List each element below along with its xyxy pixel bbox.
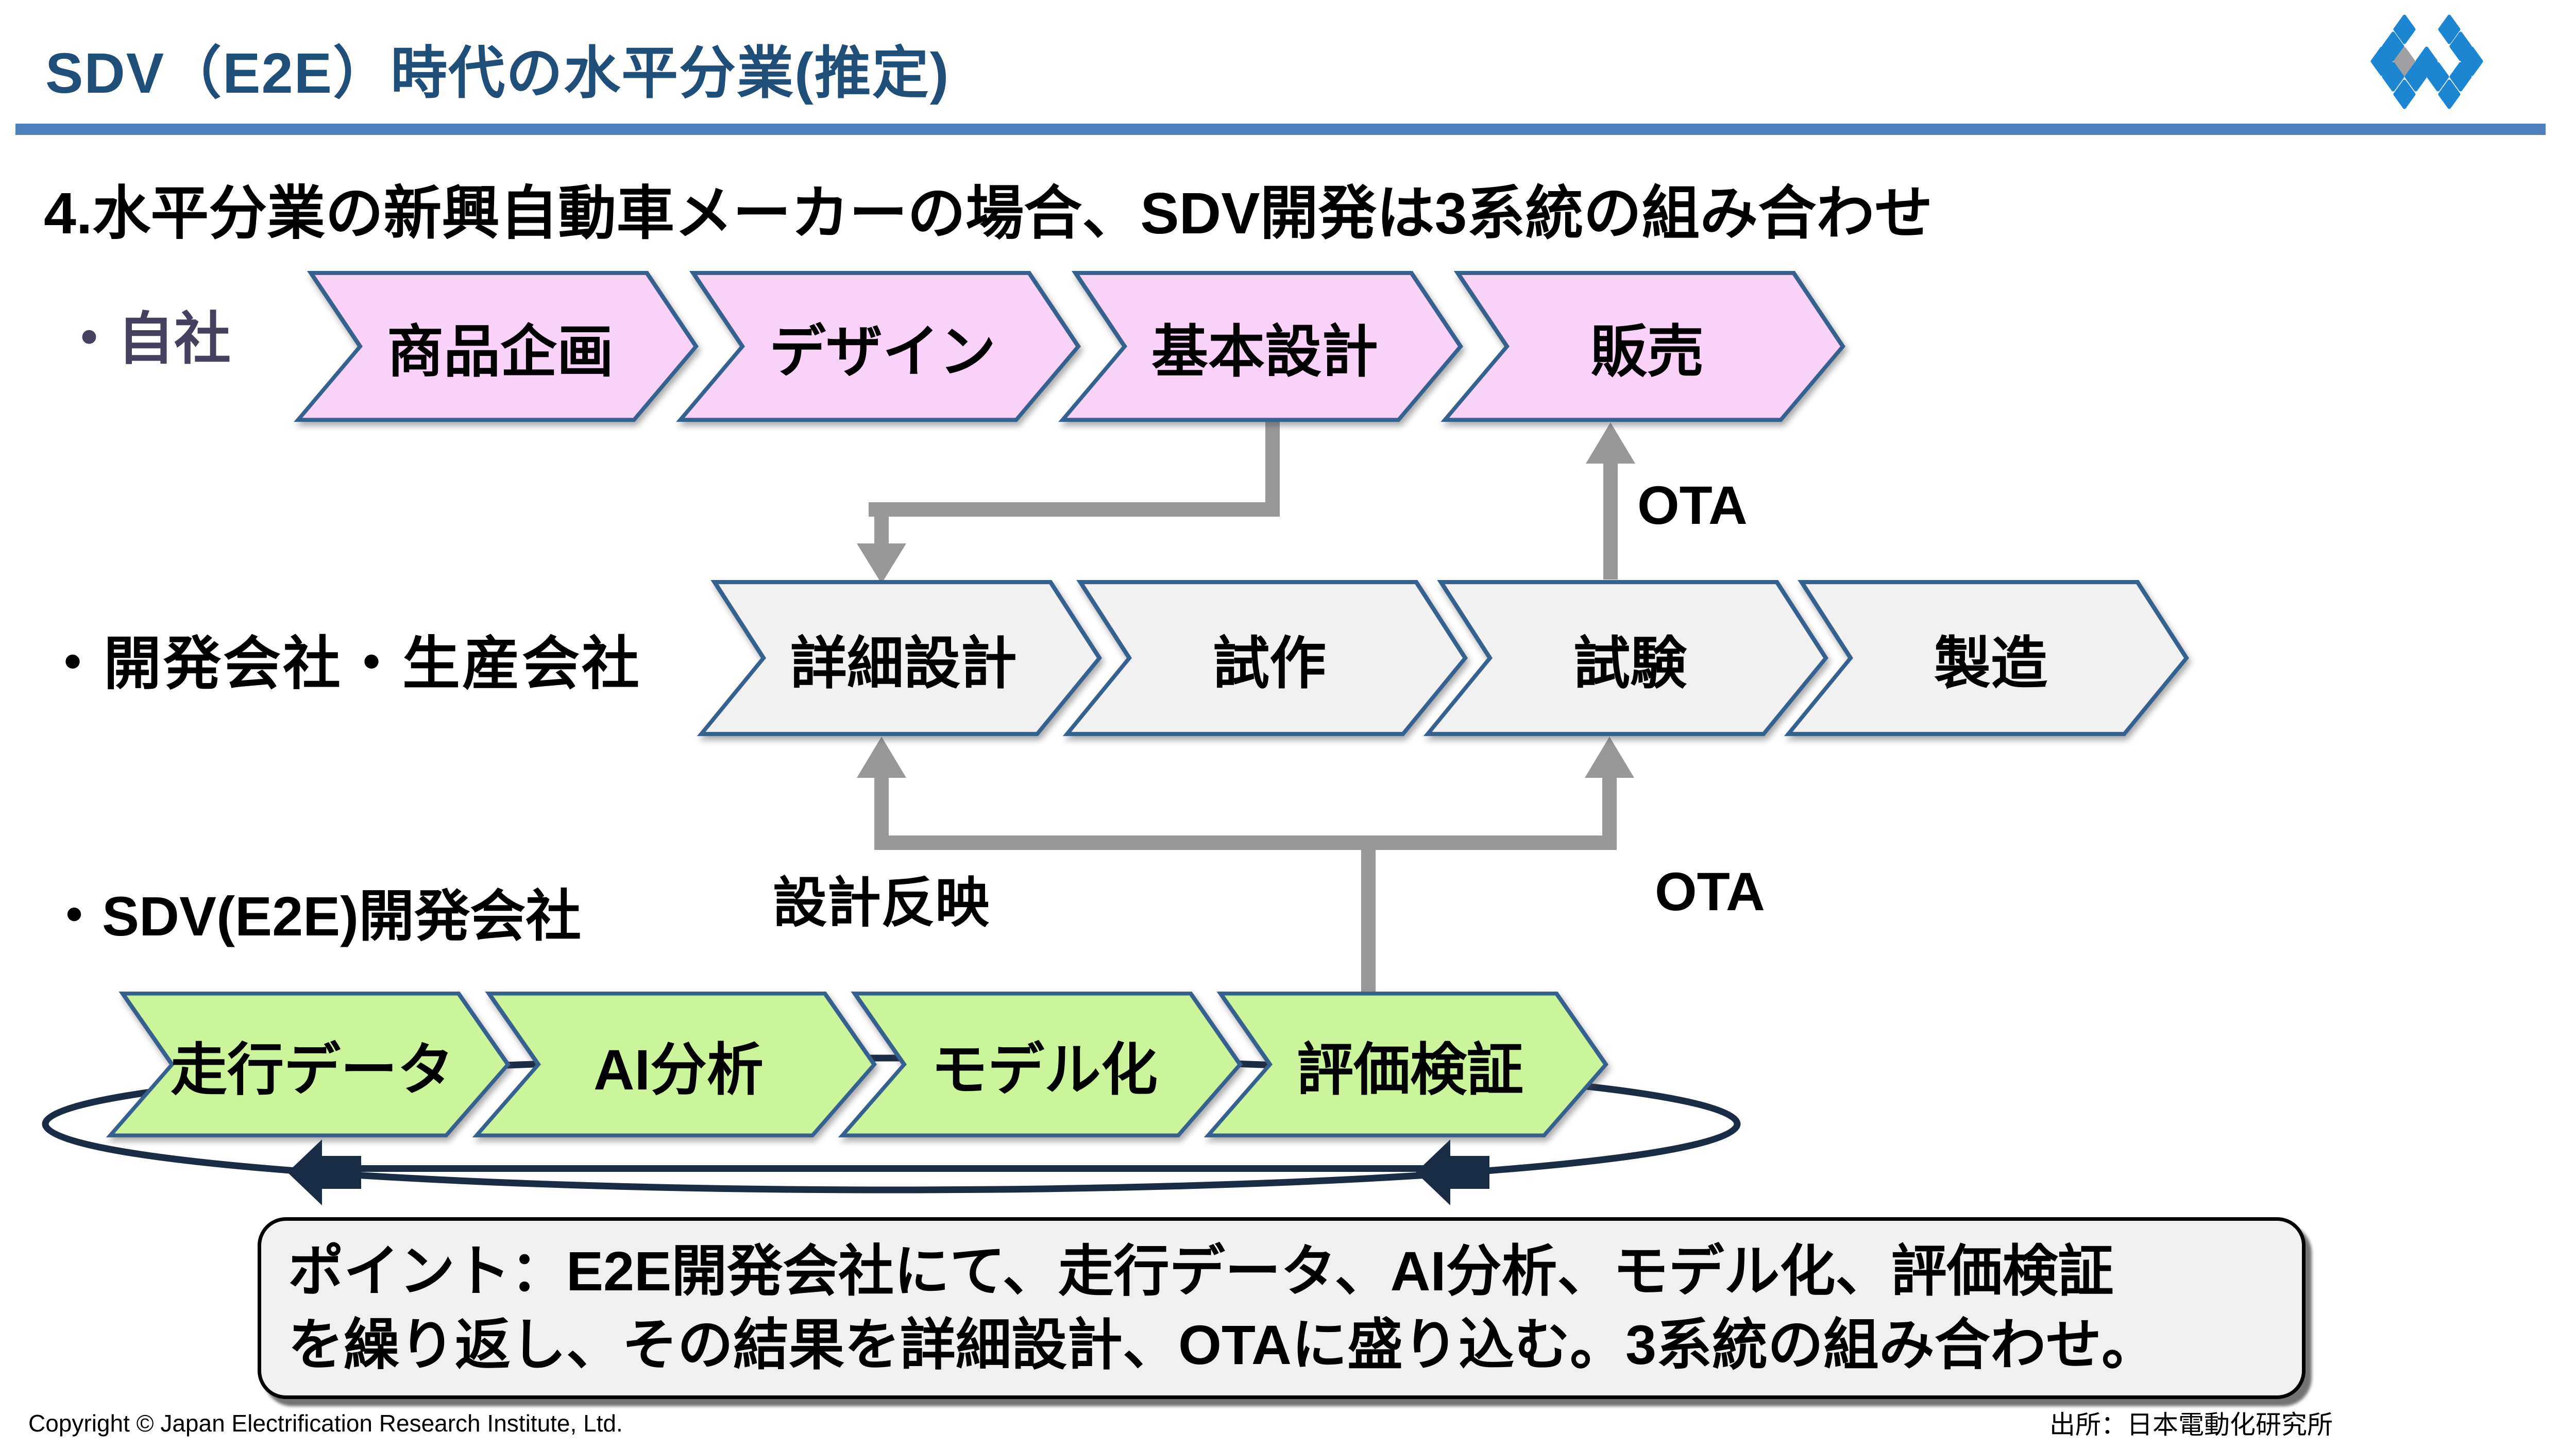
- point-box: ポイント：E2E開発会社にて、走行データ、AI分析、モデル化、評価検証 を繰り返…: [258, 1217, 2306, 1399]
- chevron-label: 販売: [1590, 320, 1704, 384]
- chevron-shape: [676, 270, 1081, 422]
- chevron-label: 試験: [1573, 632, 1687, 695]
- arrowhead-up-into-sales-icon: [1586, 422, 1635, 464]
- design-reflect-label: 設計反映: [773, 873, 990, 933]
- connector-test-to-sales: [1603, 462, 1618, 579]
- connector-eval-bar: [874, 836, 1617, 850]
- connector-basic-to-detail-h: [869, 502, 1280, 517]
- chevron-step: 製造: [1784, 579, 2189, 737]
- chevron-label: 試作: [1213, 632, 1326, 695]
- ota-upper-label: OTA: [1637, 475, 1748, 536]
- chevron-shape: [1204, 991, 1608, 1138]
- row-label-dev: ・開発会社・生産会社: [44, 632, 641, 696]
- company-logo-icon: [2370, 14, 2483, 109]
- chevron-label: 詳細設計: [790, 632, 1017, 695]
- arrowhead-down-into-detail-icon: [857, 543, 906, 584]
- point-box-line2: を繰り返し、その結果を詳細設計、OTAに盛り込む。3系統の組み合わせ。: [288, 1313, 2158, 1376]
- title-rule: [15, 124, 2546, 135]
- chevron-step: 基本設計: [1058, 270, 1463, 422]
- loop-arrow-left-icon: [287, 1139, 361, 1205]
- chevron-shape: [1784, 580, 2189, 736]
- chevron-step: 商品企画: [294, 270, 699, 422]
- point-box-line1: ポイント：E2E開発会社にて、走行データ、AI分析、モデル化、評価検証: [288, 1239, 2114, 1302]
- chevron-shape: [838, 991, 1243, 1138]
- connector-eval-to-detail: [874, 776, 889, 838]
- ota-lower-label: OTA: [1655, 862, 1765, 922]
- loop-arrow-right-icon: [1416, 1139, 1489, 1205]
- chevron-shape: [106, 991, 511, 1138]
- connector-basic-to-detail-v1: [1265, 420, 1280, 517]
- chevron-shape: [1440, 270, 1845, 422]
- chevron-label: 評価検証: [1297, 1038, 1523, 1102]
- chevron-shape: [472, 991, 877, 1138]
- footer-source: 出所：日本電動化研究所: [2049, 1410, 2333, 1439]
- chevron-label: 製造: [1934, 632, 2047, 695]
- chevron-step: モデル化: [838, 991, 1243, 1138]
- chevron-shape: [697, 580, 1102, 736]
- connector-eval-feed: [1361, 849, 1376, 993]
- chevron-label: AI分析: [594, 1038, 764, 1102]
- chevron-step: 詳細設計: [697, 579, 1102, 737]
- chevron-label: 基本設計: [1151, 320, 1378, 384]
- page-title: SDV（E2E）時代の水平分業(推定): [45, 42, 950, 105]
- loop-return-line: [330, 1165, 1453, 1172]
- chevron-shape: [1062, 580, 1468, 736]
- chevron-step: AI分析: [472, 991, 877, 1138]
- arrowhead-up-into-detail-icon: [857, 737, 906, 778]
- chevron-step: 試作: [1062, 579, 1468, 737]
- chevron-step: 試験: [1423, 579, 1828, 737]
- footer-copyright: Copyright © Japan Electrification Resear…: [28, 1410, 623, 1437]
- chevron-shape: [1058, 270, 1463, 422]
- chevron-label: 商品企画: [387, 320, 614, 384]
- connector-eval-to-test: [1602, 776, 1617, 838]
- loop-ellipse: [42, 1054, 1741, 1194]
- chevron-shape: [1423, 580, 1828, 736]
- chevron-shape: [294, 270, 699, 422]
- chevron-label: 走行データ: [171, 1038, 454, 1102]
- chevron-step: デザイン: [676, 270, 1081, 422]
- chevron-step: 評価検証: [1204, 991, 1608, 1138]
- chevron-label: デザイン: [769, 320, 996, 384]
- row-label-sdv: ・SDV(E2E)開発会社: [46, 885, 582, 947]
- chevron-step: 走行データ: [106, 991, 511, 1138]
- connector-basic-to-detail-v2: [874, 515, 889, 547]
- section-heading: 4.水平分業の新興自動車メーカーの場合、SDV開発は3系統の組み合わせ: [44, 181, 1933, 246]
- row-label-own: ・自社: [61, 308, 231, 371]
- chevron-label: モデル化: [931, 1038, 1158, 1102]
- arrowhead-up-into-test-icon: [1585, 737, 1634, 778]
- chevron-step: 販売: [1440, 270, 1845, 422]
